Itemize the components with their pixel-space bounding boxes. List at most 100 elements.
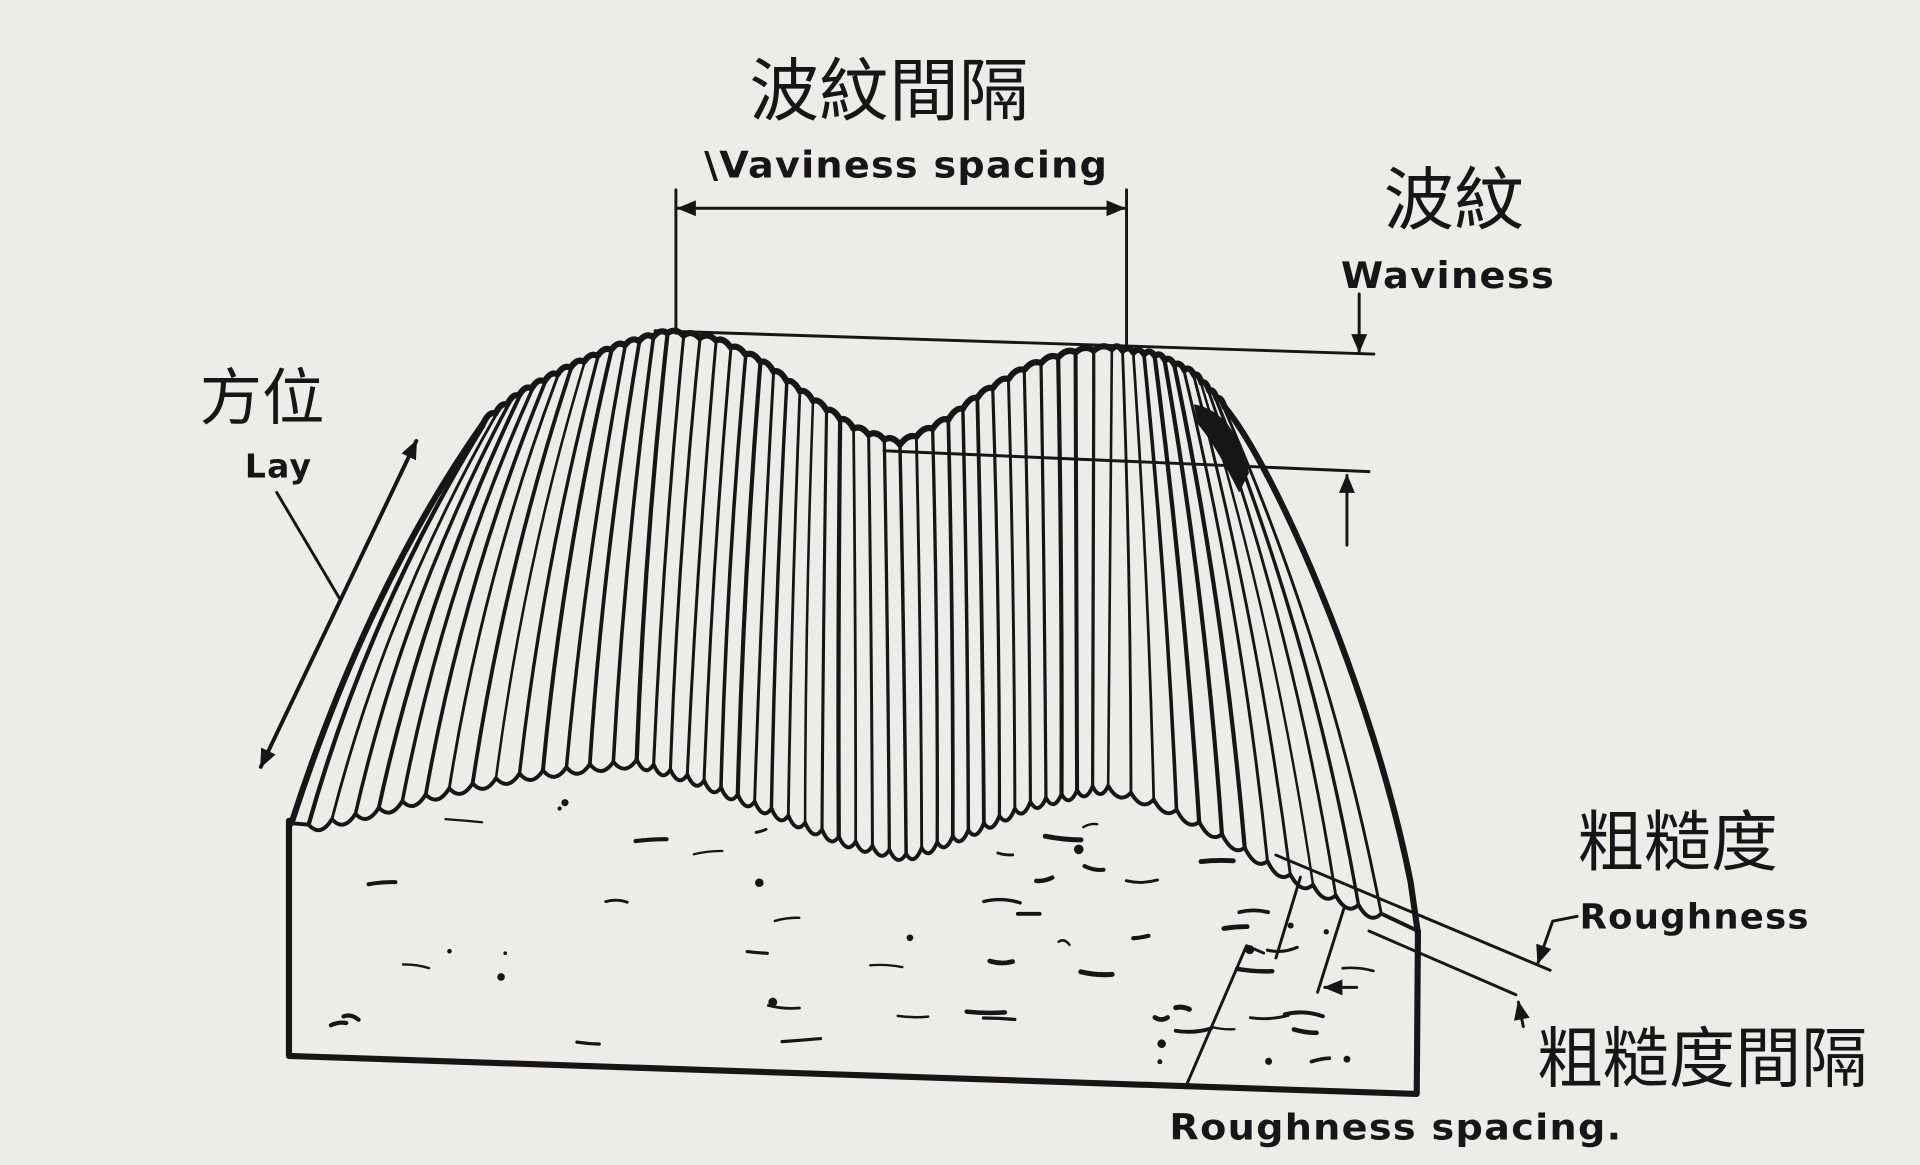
- waviness-bottom-line: [882, 449, 1371, 474]
- surface-block: [285, 327, 1422, 1098]
- surface-speck: [692, 849, 724, 856]
- surface-speck: [633, 837, 669, 844]
- striation-line: [836, 419, 843, 839]
- striation-line: [1121, 351, 1133, 795]
- striation-line: [1090, 351, 1096, 788]
- roughness-lower-arrow: [1513, 1000, 1530, 1029]
- striation-line: [769, 382, 789, 811]
- striation-line: [852, 429, 858, 844]
- surface-speck: [1234, 966, 1275, 974]
- lay-label-en: Lay: [245, 447, 312, 486]
- striation-line: [735, 362, 763, 797]
- surface-specks: [328, 799, 1375, 1065]
- striation-line: [702, 348, 733, 782]
- waviness-spacing-dimension: [674, 188, 1128, 352]
- striation-line: [652, 336, 686, 767]
- striation-line: [1022, 370, 1032, 804]
- roughness-dimension: [1274, 853, 1579, 1029]
- surface-speck: [1173, 1004, 1192, 1012]
- surface-speck: [1042, 833, 1084, 843]
- striation-line: [975, 398, 986, 825]
- striation-line: [719, 355, 748, 790]
- striation-line: [946, 420, 955, 838]
- striation-line: [1223, 407, 1383, 916]
- roughness-spacing-dimension: [1183, 875, 1359, 1090]
- striation-line: [1215, 399, 1361, 907]
- striation-line: [1056, 357, 1064, 797]
- surface-speck: [1323, 929, 1329, 935]
- roughness-leader-arrow: [1536, 914, 1579, 965]
- surface-speck: [1082, 822, 1099, 829]
- surface-speck: [1082, 864, 1106, 872]
- striation-line: [961, 409, 971, 832]
- roughness-spacing-label-zh: 粗糙度間隔: [1537, 1021, 1868, 1098]
- striation-line: [931, 429, 939, 844]
- surface-speck: [755, 878, 764, 888]
- surface-speck: [1248, 1013, 1290, 1021]
- striation-line: [587, 341, 641, 767]
- surface-speck: [497, 973, 505, 981]
- surface-speck: [503, 951, 508, 956]
- lay-striations: [306, 333, 1383, 916]
- mound-right-edge: [1221, 403, 1422, 937]
- striation-line: [1007, 380, 1017, 811]
- surface-speck: [1078, 969, 1115, 978]
- striation-line: [1200, 384, 1315, 886]
- waviness-label-zh: 波紋: [1384, 161, 1525, 241]
- surface-speck: [906, 934, 914, 942]
- surface-speck: [1282, 1010, 1325, 1019]
- striation-line: [1073, 352, 1080, 793]
- surface-speck: [982, 897, 1022, 905]
- surface-speck: [1173, 1026, 1213, 1034]
- surface-speck: [1221, 924, 1250, 931]
- waviness-crest-outline: [480, 327, 1228, 448]
- surface-speck: [1157, 1039, 1166, 1049]
- waviness-label-en: Waviness: [1341, 254, 1555, 297]
- surface-speck: [444, 818, 484, 824]
- surface-speck: [561, 799, 569, 807]
- striation-line: [1182, 371, 1269, 863]
- striation-line: [540, 350, 614, 773]
- striation-line: [1039, 364, 1048, 800]
- striation-line: [1207, 391, 1338, 897]
- lay-indicator: [258, 439, 419, 769]
- surface-speck: [768, 997, 778, 1007]
- striation-line: [1192, 376, 1292, 876]
- surface-speck: [964, 1009, 1008, 1016]
- surface-speck: [869, 963, 904, 969]
- striation-line: [1162, 360, 1225, 837]
- surface-speck: [1034, 875, 1055, 884]
- surface-speck: [773, 916, 801, 923]
- surface-speck: [604, 898, 629, 904]
- surface-speck: [766, 1003, 801, 1010]
- roughness-spacing-label-en: Roughness spacing.: [1169, 1107, 1622, 1148]
- surface-speck: [1291, 1027, 1319, 1036]
- striation-line: [564, 346, 627, 769]
- striation-line: [1172, 365, 1247, 850]
- surface-speck: [557, 806, 562, 811]
- lay-label-zh: 方位: [200, 363, 325, 434]
- surface-speck: [1124, 878, 1159, 884]
- striation-line: [882, 440, 891, 852]
- waviness-spacing-label-en: \Vaviness spacing: [704, 144, 1108, 187]
- surface-speck: [996, 851, 1015, 857]
- waviness-spacing-label-zh: 波紋間隔: [749, 52, 1028, 132]
- waviness-top-line: [653, 329, 1376, 356]
- surface-speck: [328, 1020, 349, 1028]
- surface-speck: [754, 827, 768, 834]
- surface-speck: [1131, 933, 1151, 941]
- striation-line: [423, 382, 547, 797]
- striation-line: [634, 333, 670, 762]
- roughness-front-edge: [289, 757, 1420, 933]
- surface-speck: [981, 1016, 1017, 1022]
- striation-line: [447, 375, 559, 790]
- striation-line: [685, 341, 718, 777]
- surface-speck: [366, 880, 398, 887]
- lay-leader-line: [275, 490, 341, 600]
- surface-speck: [896, 1014, 930, 1019]
- surface-speck: [1265, 945, 1299, 954]
- surface-speck: [1152, 1015, 1170, 1022]
- roughness-upper-line: [1274, 853, 1552, 972]
- surface-speck: [780, 1036, 823, 1044]
